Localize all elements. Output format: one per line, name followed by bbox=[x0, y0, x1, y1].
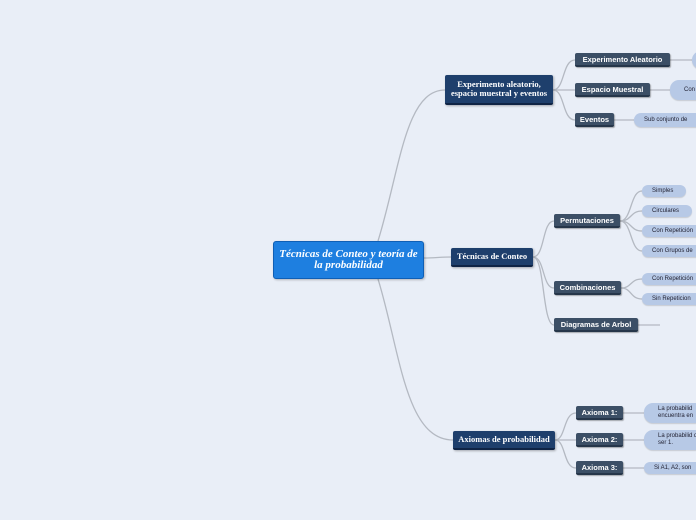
connector-b3-sub1 bbox=[554, 412, 577, 441]
subtopic-experimento-aleatorio[interactable]: Experimento Aleatorio bbox=[575, 53, 670, 67]
connector-perm-leaf-4 bbox=[619, 220, 643, 252]
connector-comb-leaf-1 bbox=[620, 278, 643, 289]
leaf-axioma-1-text[interactable]: La probabilid encuentra en bbox=[644, 403, 696, 423]
leaf-combinaciones-sin-repeticion[interactable]: Sin Repeticion bbox=[642, 293, 696, 305]
subtopic-axioma-2[interactable]: Axioma 2: bbox=[576, 433, 623, 447]
subtopic-diagramas-de-arbol[interactable]: Diagramas de Arbol bbox=[554, 318, 638, 332]
leaf-permutaciones-con-grupos[interactable]: Con Grupos de bbox=[642, 245, 696, 257]
connector-comb-leaf-2 bbox=[620, 287, 643, 300]
connector-root-branch-2 bbox=[423, 256, 452, 259]
leaf-axioma-2-text[interactable]: La probabilid de ser 1. bbox=[644, 430, 696, 450]
subtopic-permutaciones[interactable]: Permutaciones bbox=[554, 214, 620, 228]
connector-b1-sub3 bbox=[552, 89, 576, 121]
connector-b3-sub3 bbox=[554, 439, 577, 469]
connector-b1-sub1 bbox=[552, 59, 576, 91]
leaf-permutaciones-simples[interactable]: Simples bbox=[642, 185, 686, 197]
connector-b2-sub3 bbox=[532, 256, 555, 326]
leaf-combinaciones-con-repeticion[interactable]: Con Repetición bbox=[642, 273, 696, 285]
subtopic-axioma-3[interactable]: Axioma 3: bbox=[576, 461, 623, 475]
leaf-permutaciones-con-repeticion[interactable]: Con Repetición bbox=[642, 225, 696, 237]
connector-root-branch-1 bbox=[377, 89, 446, 242]
leaf-axioma-3-text[interactable]: Si A1, A2, son bbox=[644, 462, 696, 474]
subtopic-eventos[interactable]: Eventos bbox=[575, 113, 614, 127]
root-topic[interactable]: Técnicas de Conteo y teoría de la probab… bbox=[273, 241, 424, 279]
subtopic-axioma-1[interactable]: Axioma 1: bbox=[576, 406, 623, 420]
leaf-eventos-definition[interactable]: Sub conjunto de bbox=[634, 113, 696, 127]
branch-experimento-aleatorio[interactable]: Experimento aleatorio, espacio muestral … bbox=[445, 75, 553, 105]
subtopic-espacio-muestral[interactable]: Espacio Muestral bbox=[575, 83, 650, 97]
subtopic-combinaciones[interactable]: Combinaciones bbox=[554, 281, 621, 295]
leaf-permutaciones-circulares[interactable]: Circulares bbox=[642, 205, 692, 217]
connector-b2-sub2 bbox=[532, 256, 555, 289]
leaf-experimento-aleatorio-definition[interactable] bbox=[692, 51, 696, 69]
leaf-espacio-muestral-definition[interactable]: Con aleat bbox=[670, 80, 696, 100]
connector-root-branch-3 bbox=[377, 278, 454, 441]
branch-tecnicas-de-conteo[interactable]: Técnicas de Conteo bbox=[451, 248, 533, 267]
branch-axiomas-de-probabilidad[interactable]: Axiomas de probabilidad bbox=[453, 431, 555, 450]
connector-b2-sub1 bbox=[532, 220, 555, 258]
